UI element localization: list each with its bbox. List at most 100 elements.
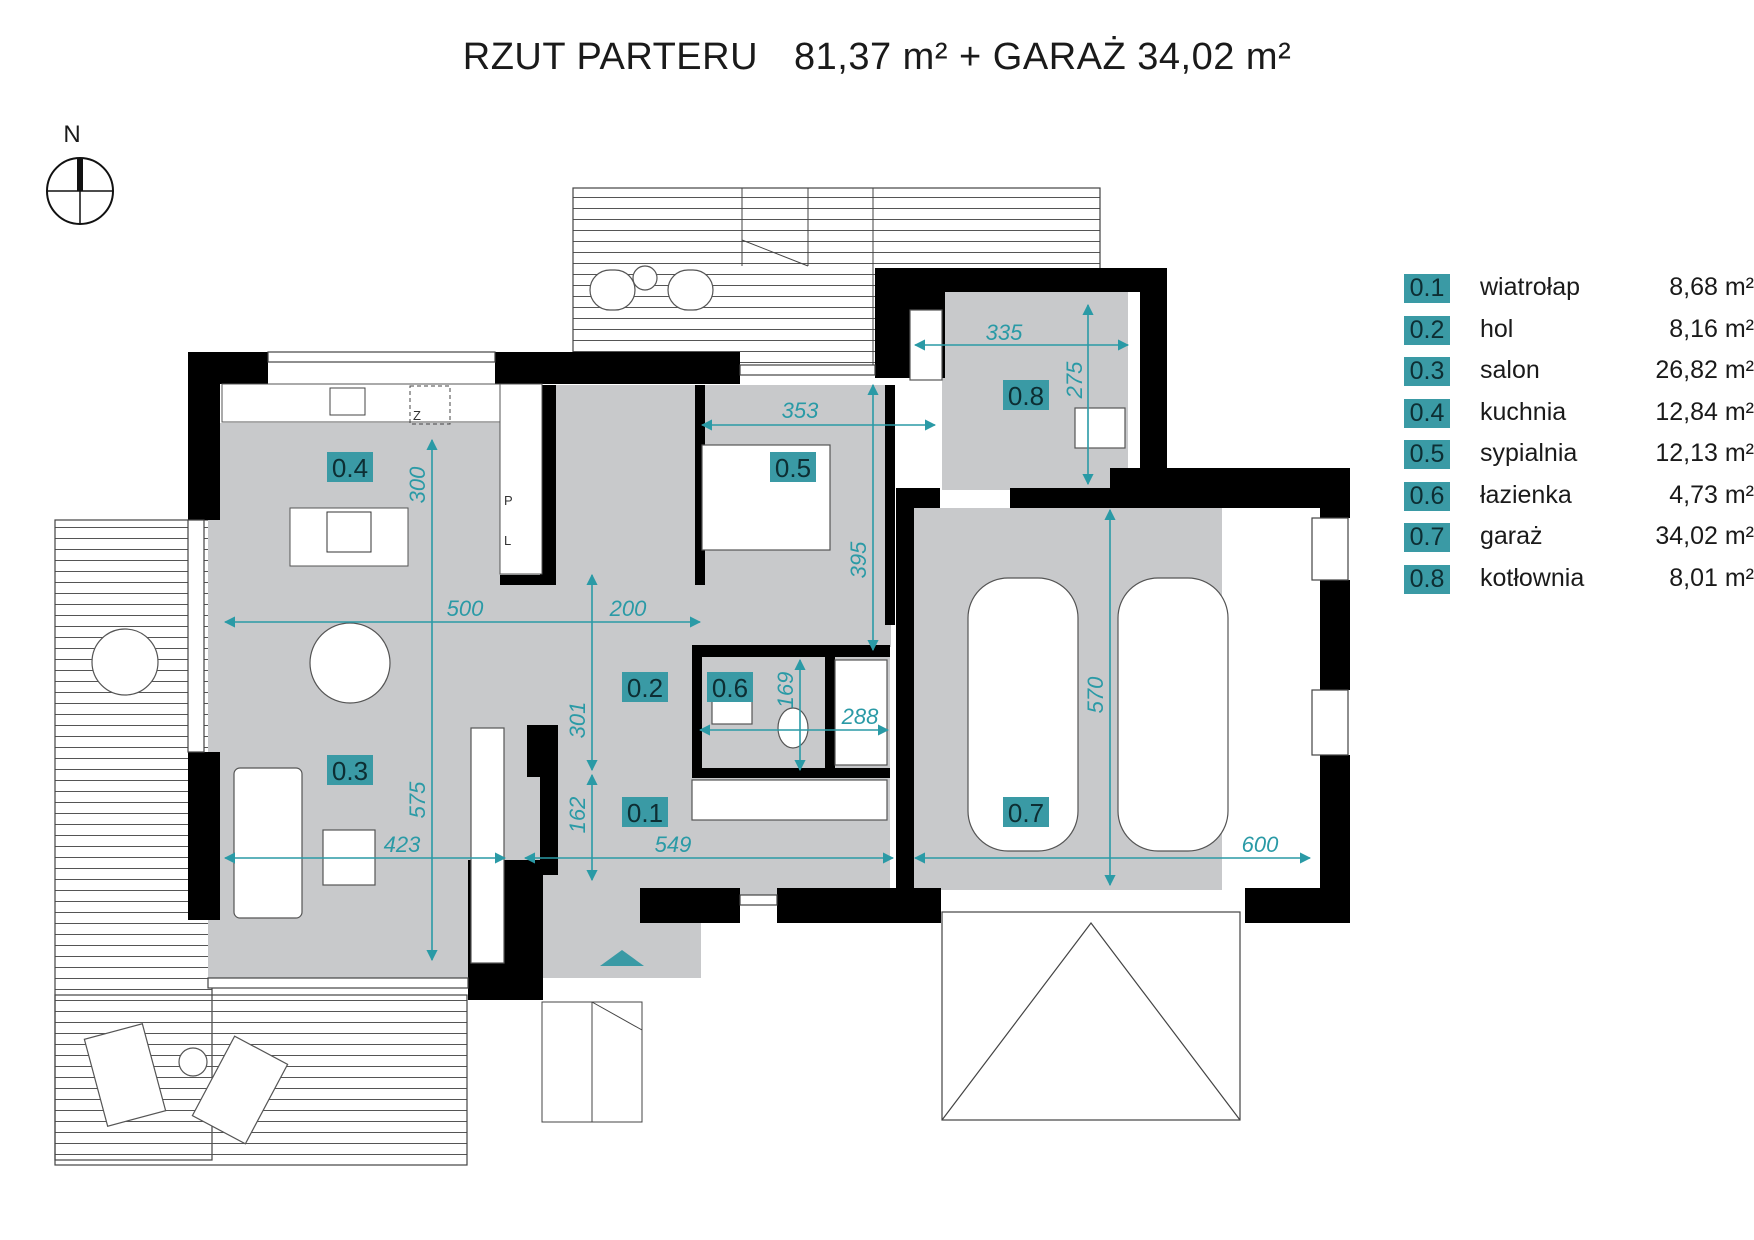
dim-text: 288 bbox=[841, 704, 879, 729]
wall bbox=[495, 352, 740, 384]
window bbox=[1311, 517, 1349, 581]
tv-cabinet bbox=[470, 727, 505, 964]
wall bbox=[692, 768, 890, 778]
steps-line bbox=[591, 1001, 643, 1031]
cooktop-icon bbox=[326, 511, 372, 553]
dim-text: 301 bbox=[565, 702, 590, 739]
window bbox=[739, 894, 778, 906]
terrace-chair bbox=[667, 269, 714, 311]
legend-code: 0.2 bbox=[1404, 315, 1450, 345]
room-tag: 0.3 bbox=[332, 756, 368, 786]
car-left bbox=[967, 577, 1079, 852]
legend-code: 0.5 bbox=[1404, 440, 1450, 469]
wall bbox=[640, 888, 740, 923]
boiler-label: Z bbox=[413, 408, 421, 423]
driveway bbox=[941, 911, 1241, 1121]
legend-code: 0.3 bbox=[1404, 357, 1450, 386]
dim-text: 395 bbox=[846, 541, 871, 578]
dim-text: 200 bbox=[609, 596, 647, 621]
legend-code: 0.7 bbox=[1404, 523, 1450, 552]
legend-name: kotłownia bbox=[1480, 563, 1585, 592]
legend-name: salon bbox=[1480, 356, 1540, 384]
terrace-table bbox=[91, 628, 159, 696]
car-right bbox=[1117, 577, 1229, 852]
legend-name: hol bbox=[1480, 314, 1514, 343]
dining-table bbox=[309, 622, 391, 704]
driveway-roof-line bbox=[941, 922, 1241, 1121]
legend-area: 26,82 m² bbox=[1655, 356, 1754, 384]
kitchen-column bbox=[499, 383, 543, 575]
room-tag: 0.5 bbox=[775, 453, 811, 483]
legend-row: 0.3 salon 26,82 m² bbox=[1404, 353, 1754, 395]
legend-code: 0.4 bbox=[1404, 398, 1450, 428]
boiler-icon bbox=[409, 385, 451, 425]
legend-area: 8,01 m² bbox=[1669, 563, 1754, 592]
toilet bbox=[777, 707, 809, 749]
windows bbox=[187, 351, 1349, 989]
terrace-chair bbox=[589, 269, 636, 311]
dim-text: 353 bbox=[782, 398, 819, 423]
window bbox=[267, 351, 496, 363]
room-tag: 0.7 bbox=[1008, 798, 1044, 828]
wall bbox=[777, 888, 917, 923]
room-tag-bg bbox=[707, 672, 753, 702]
wall bbox=[910, 488, 940, 508]
window bbox=[187, 519, 205, 753]
water-heater bbox=[1074, 407, 1126, 449]
room-tag: 0.4 bbox=[332, 453, 368, 483]
room-tag-bg bbox=[1003, 380, 1049, 410]
wall bbox=[1130, 468, 1350, 508]
wall bbox=[1010, 488, 1150, 508]
sink-icon bbox=[329, 387, 366, 416]
dim-text: 423 bbox=[384, 832, 421, 857]
dim-text: 335 bbox=[986, 320, 1023, 345]
floor-stairs bbox=[556, 385, 701, 595]
room-labels: 0.8 0.4 0.5 0.2 0.6 0.3 0.1 0.7 bbox=[327, 380, 1049, 828]
window bbox=[739, 364, 876, 376]
entrance-arrow-icon bbox=[600, 950, 644, 966]
room-tag: 0.1 bbox=[627, 798, 663, 828]
compass-north-label: N bbox=[63, 121, 80, 148]
dim-text: 169 bbox=[773, 672, 798, 709]
legend-name: kuchnia bbox=[1480, 397, 1567, 426]
legend-row: 0.6 łazienka 4,73 m² bbox=[1404, 478, 1754, 520]
wall bbox=[695, 385, 705, 585]
window bbox=[1311, 689, 1349, 756]
fridge-label-p: P bbox=[504, 493, 513, 508]
sofa bbox=[233, 767, 303, 919]
wall bbox=[1320, 580, 1350, 690]
room-tag-bg bbox=[327, 755, 373, 785]
legend-area: 34,02 m² bbox=[1655, 522, 1754, 550]
legend-area: 4,73 m² bbox=[1669, 480, 1754, 509]
legend-code: 0.6 bbox=[1404, 481, 1450, 511]
legend-name: łazienka bbox=[1480, 480, 1572, 509]
dim-text: 500 bbox=[447, 596, 484, 621]
kitchen: Z P L bbox=[221, 383, 543, 575]
wall bbox=[885, 385, 895, 625]
wall bbox=[527, 725, 558, 777]
kitchen-counter bbox=[221, 383, 543, 423]
legend-area: 8,68 m² bbox=[1669, 273, 1754, 301]
lounger bbox=[83, 1023, 167, 1127]
window bbox=[207, 977, 469, 989]
legend-area: 12,84 m² bbox=[1655, 397, 1754, 426]
room-tag-bg bbox=[622, 672, 668, 702]
dim-text: 575 bbox=[405, 781, 430, 818]
wall bbox=[1245, 888, 1350, 923]
shower bbox=[834, 659, 888, 766]
dim-text: 600 bbox=[1242, 832, 1279, 857]
room-tag: 0.2 bbox=[627, 673, 663, 703]
room-tag: 0.6 bbox=[712, 673, 748, 703]
dimension-lines bbox=[223, 303, 1312, 962]
compass-needle bbox=[77, 158, 83, 191]
wall bbox=[500, 575, 556, 585]
title-area: 81,37 m² + GARAŻ 34,02 m² bbox=[794, 36, 1292, 78]
legend-area: 12,13 m² bbox=[1655, 439, 1754, 467]
